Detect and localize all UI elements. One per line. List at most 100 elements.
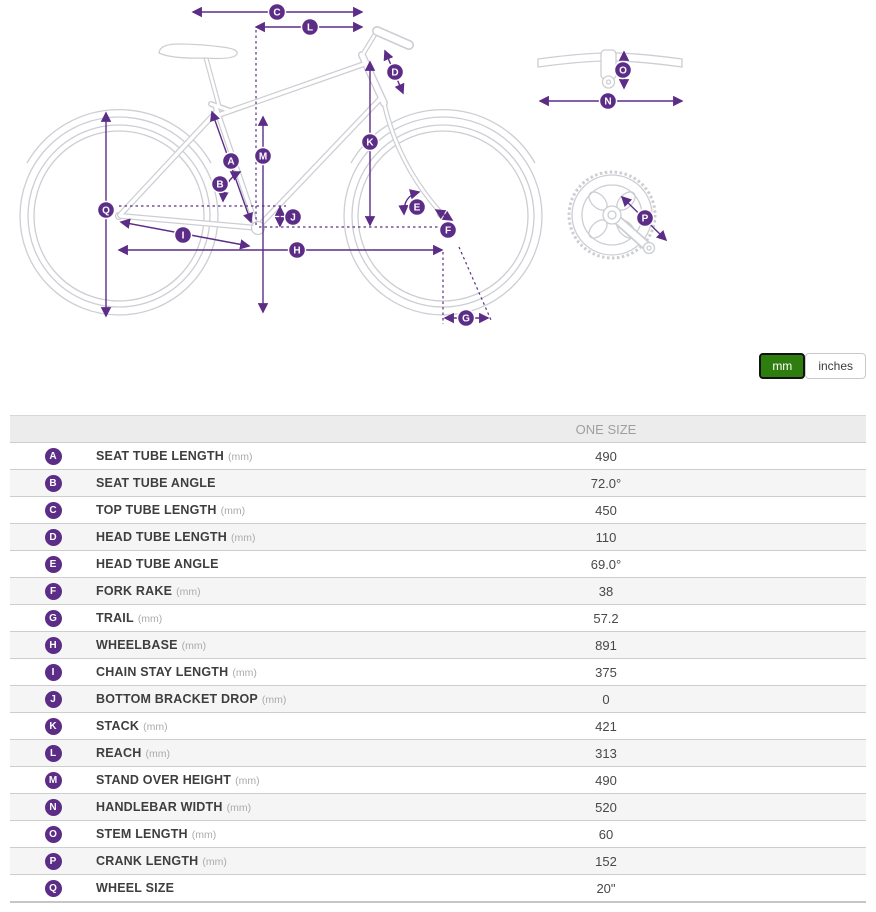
table-header-row: ONE SIZE bbox=[10, 416, 866, 442]
row-label-cell: BOTTOM BRACKET DROP(mm) bbox=[96, 692, 346, 706]
row-label-cell: REACH(mm) bbox=[96, 746, 346, 760]
row-label-cell: WHEELBASE(mm) bbox=[96, 638, 346, 652]
handlebar-top-view bbox=[537, 49, 683, 89]
row-letter-badge: M bbox=[44, 771, 62, 789]
diagram-badge-I: I bbox=[173, 225, 193, 245]
row-letter-badge: C bbox=[44, 501, 62, 519]
inches-button[interactable]: inches bbox=[805, 353, 866, 379]
diagram-badge-O: O bbox=[613, 60, 633, 80]
row-badge-cell: H bbox=[10, 636, 96, 654]
row-value: 152 bbox=[595, 853, 617, 869]
row-label: CRANK LENGTH bbox=[96, 854, 199, 868]
row-label-cell: SEAT TUBE LENGTH(mm) bbox=[96, 449, 346, 463]
svg-text:I: I bbox=[182, 231, 185, 242]
svg-text:D: D bbox=[391, 68, 398, 79]
row-badge-cell: F bbox=[10, 582, 96, 600]
svg-text:K: K bbox=[366, 138, 374, 149]
row-value: 421 bbox=[595, 718, 617, 734]
svg-text:F: F bbox=[445, 226, 451, 237]
diagram-badge-N: N bbox=[598, 91, 618, 111]
row-badge-cell: D bbox=[10, 528, 96, 546]
row-label-cell: CRANK LENGTH(mm) bbox=[96, 854, 346, 868]
row-label: WHEEL SIZE bbox=[96, 881, 175, 895]
diagram-badge-J: J bbox=[283, 207, 303, 227]
row-letter-badge: E bbox=[44, 555, 62, 573]
row-label-cell: HANDLEBAR WIDTH(mm) bbox=[96, 800, 346, 814]
geometry-row: E HEAD TUBE ANGLE 69.0° bbox=[10, 550, 866, 577]
diagram-badge-F: F bbox=[438, 220, 458, 240]
row-unit: (mm) bbox=[191, 829, 217, 841]
row-letter-badge: N bbox=[44, 798, 62, 816]
row-label-cell: HEAD TUBE LENGTH(mm) bbox=[96, 530, 346, 544]
row-label: HANDLEBAR WIDTH bbox=[96, 800, 223, 814]
row-badge-cell: B bbox=[10, 474, 96, 492]
row-value: 57.2 bbox=[593, 610, 619, 626]
row-label-cell: STACK(mm) bbox=[96, 719, 346, 733]
svg-text:O: O bbox=[619, 66, 627, 77]
diagram-badge-M: M bbox=[253, 146, 273, 166]
geometry-row: C TOP TUBE LENGTH(mm) 450 bbox=[10, 496, 866, 523]
svg-text:A: A bbox=[227, 157, 234, 168]
diagram-badge-C: C bbox=[267, 2, 287, 22]
row-label: WHEELBASE bbox=[96, 638, 178, 652]
row-badge-cell: N bbox=[10, 798, 96, 816]
row-unit: (mm) bbox=[226, 802, 252, 814]
row-letter-badge: I bbox=[44, 663, 62, 681]
row-value: 20" bbox=[596, 880, 616, 896]
row-label: SEAT TUBE LENGTH bbox=[96, 449, 224, 463]
row-label-cell: TOP TUBE LENGTH(mm) bbox=[96, 503, 346, 517]
diagram-badge-H: H bbox=[287, 240, 307, 260]
row-label-cell: HEAD TUBE ANGLE bbox=[96, 557, 346, 571]
row-label-cell: STAND OVER HEIGHT(mm) bbox=[96, 773, 346, 787]
row-label: FORK RAKE bbox=[96, 584, 173, 598]
row-value: 375 bbox=[595, 664, 617, 680]
diagram-badge-A: A bbox=[221, 151, 241, 171]
row-value: 490 bbox=[595, 448, 617, 464]
geometry-row: M STAND OVER HEIGHT(mm) 490 bbox=[10, 766, 866, 793]
size-column-header: ONE SIZE bbox=[575, 421, 637, 437]
mm-button[interactable]: mm bbox=[759, 353, 806, 379]
row-label-cell: STEM LENGTH(mm) bbox=[96, 827, 346, 841]
diagram-badge-G: G bbox=[456, 308, 476, 328]
row-letter-badge: L bbox=[44, 744, 62, 762]
row-unit: (mm) bbox=[261, 694, 287, 706]
units-toggle: mm inches bbox=[759, 353, 866, 379]
row-label: TRAIL bbox=[96, 611, 134, 625]
row-value: 69.0° bbox=[590, 556, 622, 572]
row-badge-cell: C bbox=[10, 501, 96, 519]
diagram-badge-L: L bbox=[300, 17, 320, 37]
row-letter-badge: Q bbox=[44, 879, 62, 897]
row-badge-cell: P bbox=[10, 852, 96, 870]
row-value: 450 bbox=[595, 502, 617, 518]
row-unit: (mm) bbox=[230, 532, 256, 544]
diagram-badge-K: K bbox=[360, 132, 380, 152]
row-letter-badge: H bbox=[44, 636, 62, 654]
row-unit: (mm) bbox=[235, 775, 260, 787]
row-label-cell: FORK RAKE(mm) bbox=[96, 584, 346, 598]
row-label: CHAIN STAY LENGTH bbox=[96, 665, 229, 679]
row-label: TOP TUBE LENGTH bbox=[96, 503, 217, 517]
geometry-row: Q WHEEL SIZE 20" bbox=[10, 874, 866, 901]
svg-text:C: C bbox=[273, 8, 280, 19]
row-value: 110 bbox=[595, 529, 617, 545]
svg-text:H: H bbox=[293, 246, 300, 257]
diagram-badge-P: P bbox=[635, 208, 655, 228]
row-label: HEAD TUBE LENGTH bbox=[96, 530, 227, 544]
row-label: HEAD TUBE ANGLE bbox=[96, 557, 219, 571]
row-value: 490 bbox=[595, 772, 617, 788]
row-badge-cell: M bbox=[10, 771, 96, 789]
row-value: 38 bbox=[598, 583, 614, 599]
row-label-cell: CHAIN STAY LENGTH(mm) bbox=[96, 665, 346, 679]
row-unit: (mm) bbox=[232, 667, 257, 679]
row-letter-badge: B bbox=[44, 474, 62, 492]
